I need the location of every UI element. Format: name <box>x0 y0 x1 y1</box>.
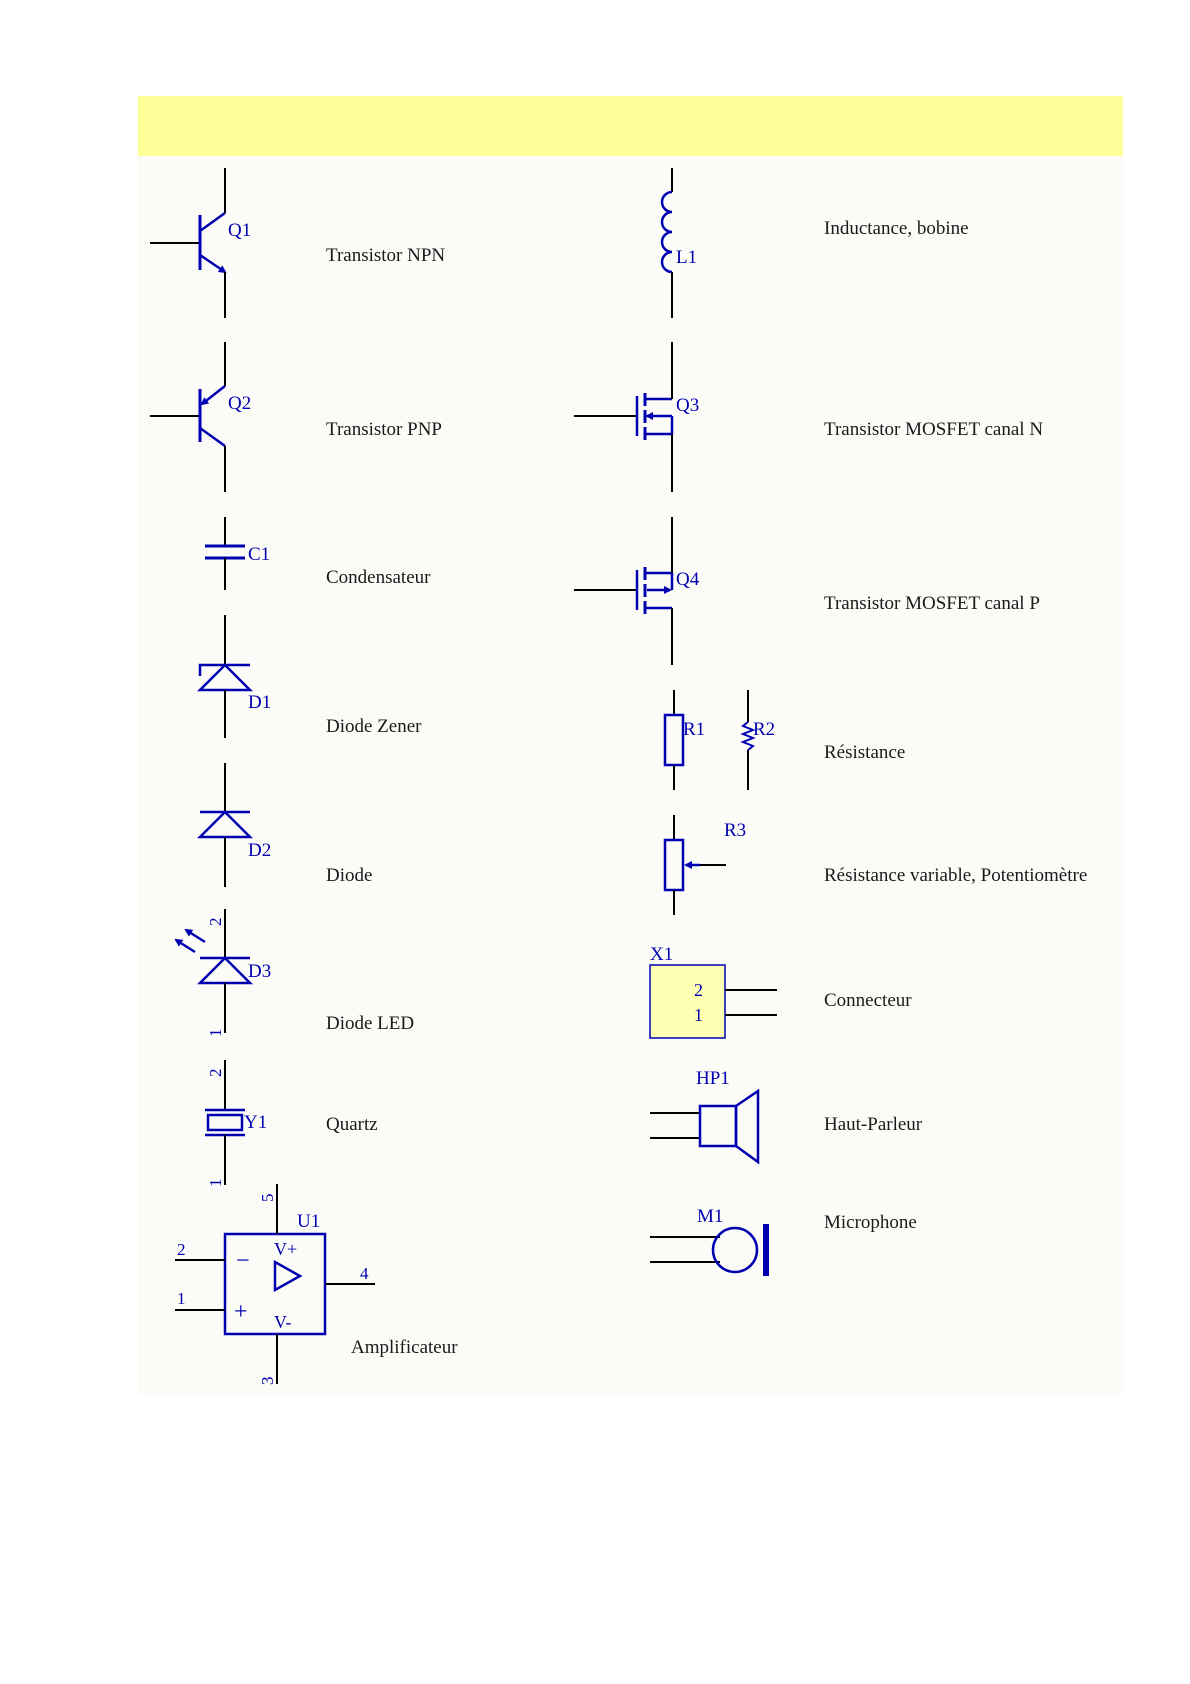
op-amp-vplus-label: V+ <box>274 1239 297 1259</box>
crystal-pin-2-label: 2 <box>206 1069 225 1078</box>
caption-connecteur: Connecteur <box>824 990 912 1011</box>
caption-diode-led: Diode LED <box>326 1013 415 1034</box>
resistor-r2-ref-label: R2 <box>753 719 775 740</box>
op-amp-pin-4-label: 4 <box>360 1264 369 1283</box>
caption-resistance-variable: Résistance variable, Potentiomètre <box>824 865 1088 886</box>
n-mosfet-symbol: Q3 <box>574 342 699 492</box>
sheet-header-band <box>138 96 1123 156</box>
pnp-transistor-symbol: Q2 <box>150 342 251 492</box>
caption-haut-parleur: Haut-Parleur <box>824 1114 923 1135</box>
op-amp-symbol: − + V+ V- U1 2 1 4 5 3 <box>175 1184 375 1385</box>
crystal-ref-label: Y1 <box>244 1112 267 1133</box>
caption-inductance-bobine: Inductance, bobine <box>824 218 969 239</box>
caption-quartz: Quartz <box>326 1114 378 1135</box>
op-amp-pin-3-label: 3 <box>258 1377 277 1386</box>
op-amp-pin-2-label: 2 <box>177 1240 186 1259</box>
led-ref-label: D3 <box>248 961 271 982</box>
microphone-symbol: M1 <box>650 1206 769 1276</box>
led-symbol: D3 2 1 <box>174 909 271 1038</box>
zener-diode-symbol: D1 <box>196 615 271 738</box>
caption-resistance: Résistance <box>824 742 906 763</box>
caption-condensateur: Condensateur <box>326 567 431 588</box>
p-mosfet-symbol: Q4 <box>574 517 700 665</box>
crystal-symbol: Y1 2 1 <box>205 1060 267 1187</box>
sheet-panel <box>138 156 1123 1394</box>
npn-transistor-symbol: Q1 <box>150 168 251 318</box>
zener-ref-label: D1 <box>248 692 271 713</box>
caption-microphone: Microphone <box>824 1212 917 1233</box>
caption-transistor-npn: Transistor NPN <box>326 245 446 266</box>
pnp-ref-label: Q2 <box>228 393 251 414</box>
connector-symbol: X1 2 1 <box>649 944 777 1039</box>
crystal-pin-1-label: 1 <box>206 1179 225 1188</box>
n-mosfet-ref-label: Q3 <box>676 395 699 416</box>
inductor-ref-label: L1 <box>676 247 697 268</box>
resistor-symbol: R1 R2 <box>663 690 775 790</box>
caption-diode-zener: Diode Zener <box>326 716 422 737</box>
diode-ref-label: D2 <box>248 840 271 861</box>
caption-mosfet-canal-p: Transistor MOSFET canal P <box>824 593 1040 614</box>
op-amp-ref-label: U1 <box>297 1211 320 1232</box>
capacitor-ref-label: C1 <box>248 544 270 565</box>
connector-ref-label: X1 <box>650 944 673 965</box>
p-mosfet-ref-label: Q4 <box>676 569 700 590</box>
led-pin-1-label: 1 <box>206 1029 225 1038</box>
capacitor-symbol: C1 <box>205 517 270 590</box>
potentiometer-symbol: R3 <box>663 815 746 915</box>
caption-diode: Diode <box>326 865 373 886</box>
diode-symbol: D2 <box>196 763 271 887</box>
op-amp-plus-sign: + <box>234 1299 248 1325</box>
speaker-symbol: HP1 <box>650 1068 760 1165</box>
op-amp-minus-sign: − <box>236 1248 250 1274</box>
resistor-r1-ref-label: R1 <box>683 719 705 740</box>
connector-pin-2-label: 2 <box>694 980 703 1000</box>
led-pin-2-label: 2 <box>206 918 225 927</box>
inductor-symbol: L1 <box>660 168 697 318</box>
connector-pin-1-label: 1 <box>694 1005 703 1025</box>
op-amp-pin-5-label: 5 <box>258 1194 277 1203</box>
caption-mosfet-canal-n: Transistor MOSFET canal N <box>824 419 1044 440</box>
caption-amplificateur: Amplificateur <box>351 1337 458 1358</box>
microphone-ref-label: M1 <box>697 1206 723 1227</box>
npn-ref-label: Q1 <box>228 220 251 241</box>
potentiometer-ref-label: R3 <box>724 820 746 841</box>
op-amp-vminus-label: V- <box>274 1312 291 1332</box>
caption-transistor-pnp: Transistor PNP <box>326 419 442 440</box>
op-amp-pin-1-label: 1 <box>177 1289 186 1308</box>
speaker-ref-label: HP1 <box>696 1068 730 1089</box>
